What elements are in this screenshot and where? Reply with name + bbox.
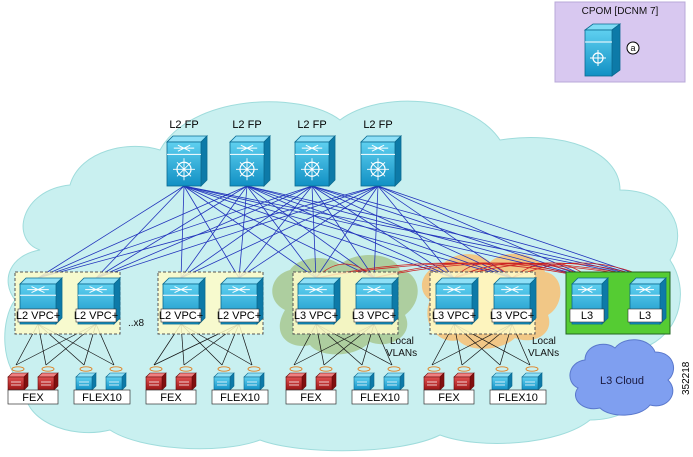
leaf-switch-label-3-1: L3 VPC+ [294,310,338,322]
flex-label-1: FLEX10 [82,392,122,404]
access-device-1-2 [37,366,59,391]
leaf-switch-4-2: L3 VPC+ [490,277,537,325]
spine-switch-3 [294,135,336,187]
figure-id: 352218 [681,361,692,395]
spine-switch-1 [166,135,208,187]
fex-label-1: FEX [22,392,44,404]
local-vlans-1-line2: VLANs [386,348,417,359]
access-device-3-4 [383,366,405,391]
fex-label-2: FEX [160,392,182,404]
l3-cloud [569,339,675,416]
flex-box-1 [73,389,131,405]
flex-box-3 [351,389,409,405]
cpom-title: CPOM [DCNM 7] [582,6,659,17]
fex-box-3 [285,389,337,405]
leaf-switch-label-2-1: L2 VPC+ [159,310,203,322]
fex-box-4 [423,389,475,405]
cpom-server-icon [583,23,622,77]
l3-switch-1: L3 [569,277,609,325]
flex-box-2 [211,389,269,405]
access-devices: FEX FLEX10 FEX FLEX10 FEX FLEX10 FEX FLEX10 [7,366,547,405]
access-device-2-4 [243,366,265,391]
links-layer [15,185,649,366]
spine-label-3: L2 FP [297,119,326,131]
l3-switch-label-2: L3 [639,310,651,322]
access-device-2-3 [213,366,235,391]
leaf-switches: L2 VPC+ L2 VPC+ L2 VPC+ L2 VPC+ L3 VPC+ L3 VP… [16,277,667,325]
leaf-switch-label-4-1: L3 VPC+ [432,310,476,322]
leaf-switch-label-2-2: L2 VPC+ [217,310,261,322]
l3-switch-2: L3 [627,277,667,325]
flex-label-2: FLEX10 [220,392,260,404]
access-device-2-2 [175,366,197,391]
access-device-3-2 [315,366,337,391]
access-device-3-1 [285,366,307,391]
leaf-switch-3-1: L3 VPC+ [294,277,341,325]
spine-label-1: L2 FP [169,119,198,131]
access-device-4-2 [453,366,475,391]
leaf-switch-1-2: L2 VPC+ [74,277,121,325]
fex-label-4: FEX [438,392,460,404]
leaf-switch-3-2: L3 VPC+ [352,277,399,325]
leaf-switch-label-1-1: L2 VPC+ [16,310,60,322]
access-device-2-1 [145,366,167,391]
local-vlans-1-line1: Local [390,336,414,347]
spine-switch-4 [360,135,402,187]
local-vlans-2-line2: VLANs [528,348,559,359]
flex-label-3: FLEX10 [360,392,400,404]
flex-box-4 [489,389,547,405]
local-vlans-2-line1: Local [532,336,556,347]
multiplier-label: ..x8 [128,318,145,329]
fex-label-3: FEX [300,392,322,404]
fex-box-2 [145,389,197,405]
cpom-badge-label: a [630,43,635,53]
l3-switch-label-1: L3 [581,310,593,322]
l3-cloud-label: L3 Cloud [600,375,644,387]
access-device-1-3 [75,366,97,391]
leaf-switch-4-1: L3 VPC+ [432,277,479,325]
leaf-switch-1-1: L2 VPC+ [16,277,63,325]
access-device-4-1 [423,366,445,391]
cpom-badge [626,41,640,55]
access-device-4-3 [491,366,513,391]
spine-switches [166,135,402,187]
flex-label-4: FLEX10 [498,392,538,404]
spine-label-4: L2 FP [363,119,392,131]
fex-box-1 [7,389,59,405]
access-device-3-3 [353,366,375,391]
leaf-switch-label-4-2: L3 VPC+ [490,310,534,322]
spine-switch-2 [229,135,271,187]
leaf-switch-2-1: L2 VPC+ [159,277,206,325]
leaf-switch-label-3-2: L3 VPC+ [352,310,396,322]
access-device-4-4 [521,366,543,391]
spine-label-2: L2 FP [232,119,261,131]
leaf-switch-2-2: L2 VPC+ [217,277,264,325]
leaf-switch-label-1-2: L2 VPC+ [74,310,118,322]
